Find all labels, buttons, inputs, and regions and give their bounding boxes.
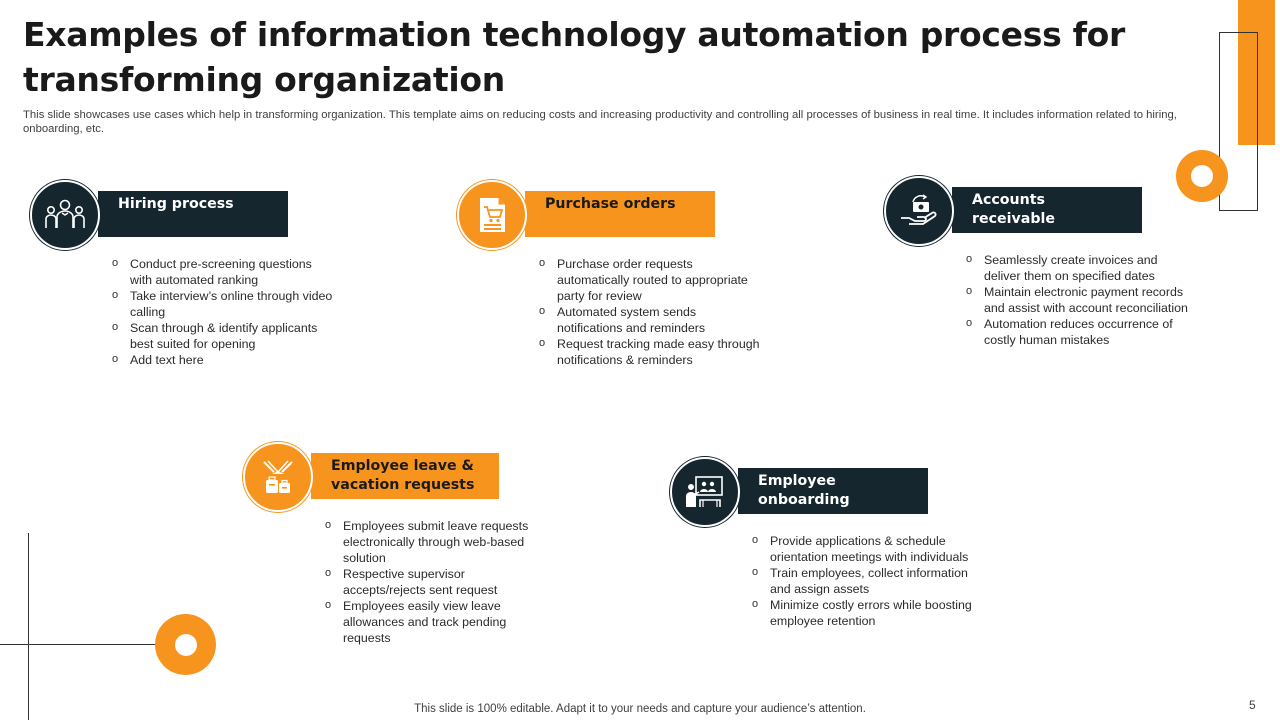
outline-frame xyxy=(1219,32,1258,211)
orange-ring-decoration-bottom xyxy=(155,614,216,675)
list-item: Purchase order requests automatically ro… xyxy=(539,255,764,304)
list-item: Take interview’s online through video ca… xyxy=(112,287,337,320)
people-group-icon xyxy=(30,180,100,250)
list-item: Employees easily view leave allowances a… xyxy=(325,597,550,646)
card-label: Hiring process xyxy=(98,191,288,237)
card-label: Accounts receivable xyxy=(952,187,1142,233)
list-item: Train employees, collect information and… xyxy=(752,564,977,597)
list-item: Provide applications & schedule orientat… xyxy=(752,532,977,565)
card-label: Employee leave & vacation requests xyxy=(311,453,499,499)
list-item: Seamlessly create invoices and deliver t… xyxy=(966,251,1191,284)
bullet-list: Conduct pre-screening questions with aut… xyxy=(112,255,337,368)
card-label: Purchase orders xyxy=(525,191,715,237)
hand-money-icon xyxy=(884,176,954,246)
horizontal-line-decoration xyxy=(0,644,160,645)
orange-corner-bar xyxy=(1238,0,1275,145)
bullet-list: Seamlessly create invoices and deliver t… xyxy=(966,251,1191,348)
card-accounts-receivable: Accounts receivable Seamlessly create in… xyxy=(884,176,1224,348)
list-item: Employees submit leave requests electron… xyxy=(325,517,550,566)
vacation-luggage-icon xyxy=(243,442,313,512)
card-employee-leave: Employee leave & vacation requests Emplo… xyxy=(243,442,583,646)
list-item: Conduct pre-screening questions with aut… xyxy=(112,255,337,288)
page-number: 5 xyxy=(1249,698,1256,712)
vertical-line-decoration xyxy=(28,533,29,720)
presentation-board-icon xyxy=(670,457,740,527)
list-item: Add text here xyxy=(112,351,337,368)
shopping-cart-document-icon xyxy=(457,180,527,250)
list-item: Automation reduces occurrence of costly … xyxy=(966,315,1191,348)
card-hiring-process: Hiring process Conduct pre-screening que… xyxy=(30,180,370,368)
list-item: Request tracking made easy through notif… xyxy=(539,335,764,368)
card-purchase-orders: Purchase orders Purchase order requests … xyxy=(457,180,797,368)
list-item: Scan through & identify applicants best … xyxy=(112,319,337,352)
bullet-list: Provide applications & schedule orientat… xyxy=(752,532,977,629)
list-item: Maintain electronic payment records and … xyxy=(966,283,1191,316)
card-employee-onboarding: Employee onboarding Provide applications… xyxy=(670,457,1010,629)
page-title: Examples of information technology autom… xyxy=(23,15,1126,99)
orange-ring-decoration xyxy=(1176,150,1228,202)
list-item: Respective supervisor accepts/rejects se… xyxy=(325,565,550,598)
bullet-list: Employees submit leave requests electron… xyxy=(325,517,550,646)
list-item: Automated system sends notifications and… xyxy=(539,303,764,336)
bullet-list: Purchase order requests automatically ro… xyxy=(539,255,764,368)
footer-note: This slide is 100% editable. Adapt it to… xyxy=(414,703,866,715)
page-subtitle: This slide showcases use cases which hel… xyxy=(23,109,1177,135)
card-label: Employee onboarding xyxy=(738,468,928,514)
list-item: Minimize costly errors while boosting em… xyxy=(752,596,977,629)
